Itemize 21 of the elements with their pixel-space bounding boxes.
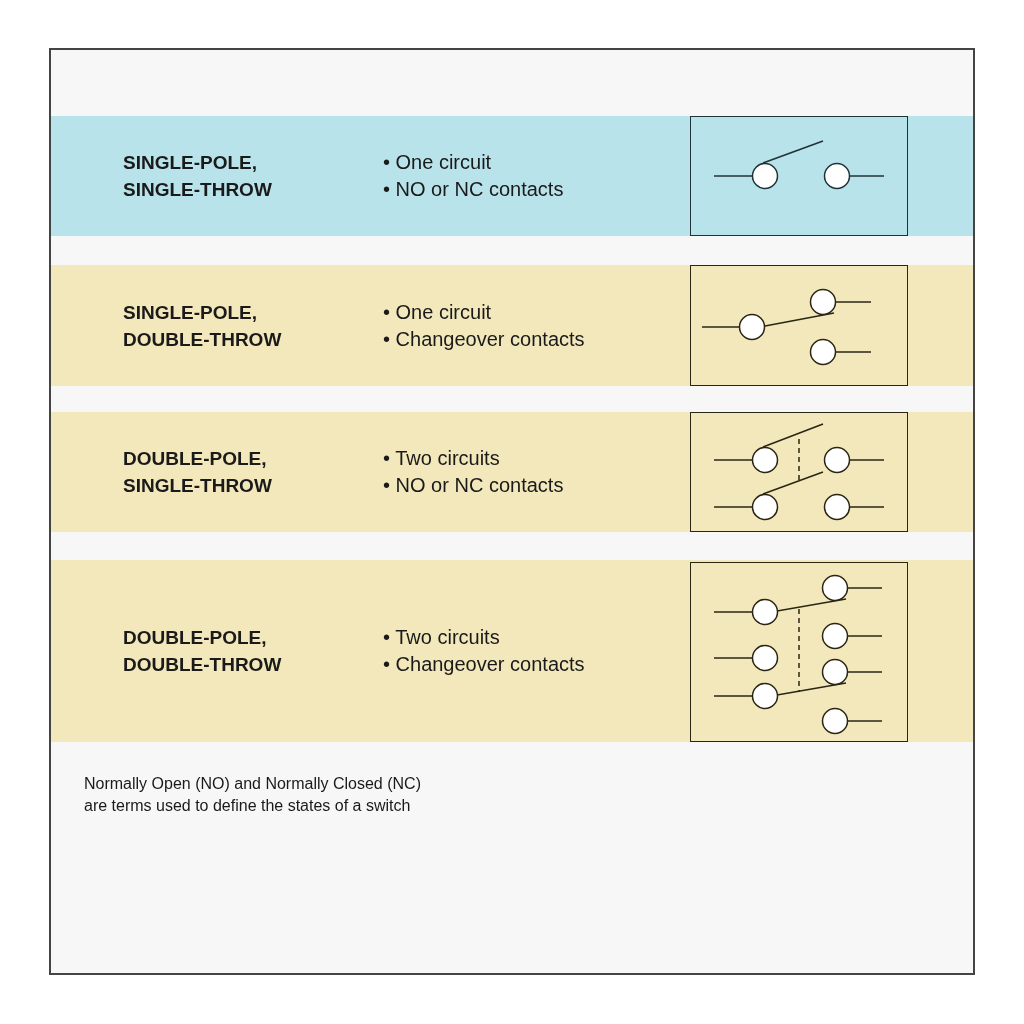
bullet-point: • Changeover contacts [383, 326, 585, 352]
bullet-point: • Two circuits [383, 446, 500, 471]
switch-type-band [51, 412, 973, 532]
switch-symbol-drawing [690, 412, 908, 532]
bullet-point: • Changeover contacts [383, 652, 585, 677]
switch-symbol-drawing [690, 116, 908, 236]
bullet-point: • One circuit [383, 299, 492, 325]
bullet-point: • NO or NC contacts [383, 177, 564, 202]
bullet-point: • NO or NC contacts [383, 473, 564, 498]
switch-symbol-drawing [690, 265, 908, 386]
switch-type-heading: DOUBLE-POLE, DOUBLE-THROW [123, 626, 283, 677]
footnote-text: Normally Open (NO) and Normally Closed (NC) are terms used to define the states of a switch [84, 774, 422, 816]
switch-type-heading: DOUBLE-POLE, SINGLE-THROW [123, 447, 273, 498]
switch-type-band [51, 265, 973, 386]
switch-type-band [51, 116, 973, 236]
switch-type-heading: SINGLE-POLE, DOUBLE-THROW [123, 300, 283, 352]
bullet-point: • Two circuits [383, 625, 500, 650]
bullet-point: • One circuit [383, 150, 492, 175]
switch-type-band [51, 560, 973, 742]
switch-symbol-drawing [690, 562, 908, 742]
switch-type-heading: SINGLE-POLE, SINGLE-THROW [123, 151, 273, 202]
